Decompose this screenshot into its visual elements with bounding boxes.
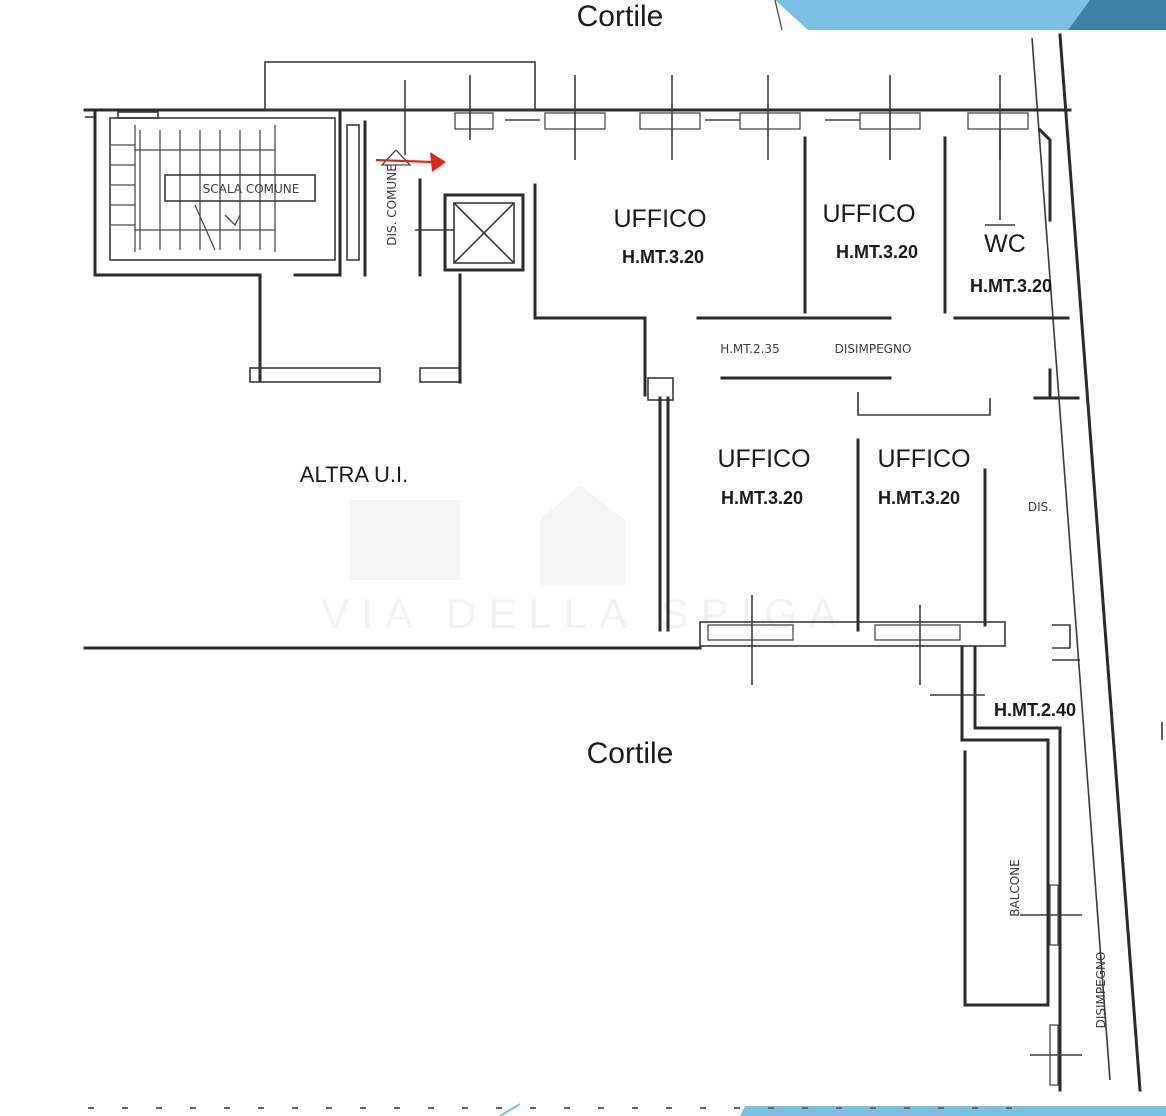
- watermark: [350, 485, 625, 585]
- label-disimpegno-vertical: DISIMPEGNO: [1094, 952, 1108, 1029]
- ufficio1-wall: [533, 183, 647, 397]
- watermark-text: VIA DELLA SPIGA: [321, 590, 849, 637]
- entry-arrow-icon: [375, 152, 446, 172]
- stair-block: [93, 108, 336, 382]
- label-altra-ui: ALTRA U.I.: [300, 462, 408, 487]
- accent-stroke: [499, 1103, 521, 1116]
- label-scala-comune: SCALA COMUNE: [203, 182, 300, 196]
- label-ufficio2-name: UFFICO: [822, 200, 915, 228]
- label-disimpegno-name: DISIMPEGNO: [835, 342, 912, 356]
- label-ufficio2-height: H.MT.3.20: [836, 242, 918, 262]
- balcone-structure: [930, 646, 1082, 1092]
- label-dis-comune: DIS. COMUNE: [385, 164, 399, 246]
- label-disimpegno-height: H.MT.2.35: [720, 342, 779, 356]
- label-balcone: BALCONE: [1008, 859, 1022, 917]
- lift-shaft: [415, 193, 525, 272]
- north-windows: [404, 75, 1029, 160]
- courtyard-bottom-label: Cortile: [587, 737, 674, 770]
- outer-wall-right-inner: [1031, 37, 1111, 1081]
- courtyard-top-label: Cortile: [577, 0, 664, 33]
- outer-wall-right: [1058, 33, 1142, 1092]
- accent-band-bottom: [740, 1106, 1166, 1116]
- stair-sill: [249, 367, 381, 383]
- dis-comune-wall: [346, 124, 360, 261]
- roof-box: [264, 61, 536, 111]
- label-ufficio3-name: UFFICO: [717, 445, 810, 473]
- label-ufficio4-height: H.MT.3.20: [878, 488, 960, 508]
- label-ufficio1-height: H.MT.3.20: [622, 247, 704, 267]
- label-wc-name: WC: [984, 230, 1026, 258]
- label-ufficio4-name: UFFICO: [877, 445, 970, 473]
- label-ufficio1-name: UFFICO: [613, 205, 706, 233]
- accent-band-dark: [1068, 0, 1166, 30]
- label-balcone-height: H.MT.2.40: [994, 700, 1076, 720]
- accent-edge: [774, 0, 783, 31]
- accent-band-light: [775, 0, 1090, 30]
- label-wc-height: H.MT.3.20: [970, 276, 1052, 296]
- label-dis: DIS.: [1028, 500, 1052, 514]
- label-ufficio3-height: H.MT.3.20: [721, 488, 803, 508]
